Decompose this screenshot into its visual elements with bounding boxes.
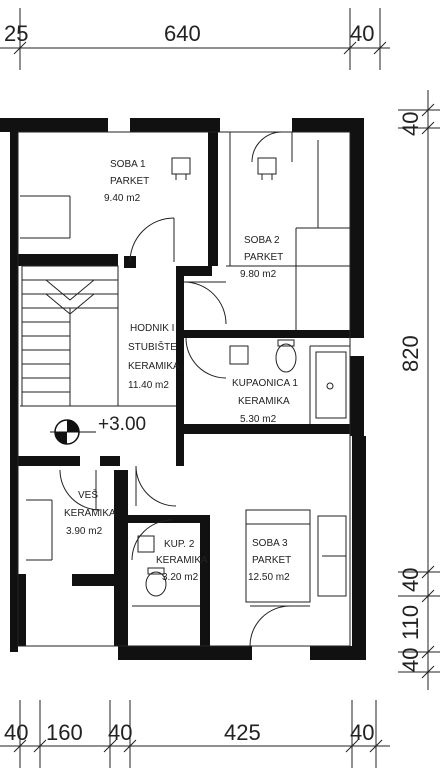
room-label-soba-3: SOBA 3 PARKET 12.50 m2	[248, 538, 291, 583]
svg-text:STUBIŠTE: STUBIŠTE	[128, 340, 177, 353]
dim-bottom-1: 40	[4, 720, 28, 745]
svg-text:SOBA 1: SOBA 1	[110, 159, 146, 170]
room-label-soba-1: SOBA 1 PARKET 9.40 m2	[104, 159, 149, 204]
svg-text:3.20 m2: 3.20 m2	[162, 572, 199, 583]
dim-right-3: 40	[398, 568, 423, 592]
door-swings	[59, 131, 310, 647]
bathtub-1	[315, 351, 347, 419]
svg-text:PARKET: PARKET	[244, 252, 283, 263]
room-label-ves: VEŠ KERAMIKA 3.90 m2	[64, 488, 116, 537]
svg-text:KERAMIKA: KERAMIKA	[128, 361, 180, 372]
top-dimension-line	[0, 8, 390, 70]
staircase	[21, 265, 119, 407]
dim-bottom-5: 40	[350, 720, 374, 745]
dim-bottom-2: 160	[46, 720, 83, 745]
dim-right-2: 820	[398, 335, 423, 372]
dim-bottom-4: 425	[224, 720, 261, 745]
room-label-hodnik: HODNIK I STUBIŠTE KERAMIKA 11.40 m2	[128, 323, 180, 391]
svg-text:VEŠ: VEŠ	[78, 488, 98, 501]
level-mark-label: +3.00	[98, 414, 146, 435]
svg-text:HODNIK I: HODNIK I	[130, 323, 174, 334]
svg-text:11.40 m2: 11.40 m2	[128, 380, 169, 391]
svg-text:SOBA 2: SOBA 2	[244, 235, 280, 246]
desk-chair-2	[257, 157, 277, 180]
dim-right-1: 40	[398, 112, 423, 136]
dim-top-1: 25	[4, 21, 28, 46]
svg-text:9.40 m2: 9.40 m2	[104, 193, 141, 204]
room-label-kupaonica-1: KUPAONICA 1 KERAMIKA 5.30 m2	[232, 378, 298, 425]
right-dimension-line	[398, 90, 440, 690]
svg-text:KUPAONICA 1: KUPAONICA 1	[232, 378, 298, 389]
toilet-2	[145, 567, 167, 597]
sink-2	[137, 535, 155, 553]
walls	[0, 118, 366, 660]
svg-text:9.80 m2: 9.80 m2	[240, 269, 277, 280]
svg-text:PARKET: PARKET	[110, 176, 149, 187]
svg-text:KERAMIKA: KERAMIKA	[156, 555, 208, 566]
room-label-kup-2: KUP. 2 KERAMIKA 3.20 m2	[156, 539, 208, 583]
room-label-soba-2: SOBA 2 PARKET 9.80 m2	[240, 235, 283, 280]
bottom-dimension-line	[0, 700, 390, 768]
sink-1	[229, 345, 249, 365]
svg-text:5.30 m2: 5.30 m2	[240, 414, 277, 425]
toilet-1	[275, 339, 297, 373]
dim-right-4: 110	[398, 605, 423, 640]
svg-text:KUP. 2: KUP. 2	[164, 539, 195, 550]
desk-chair-1	[171, 157, 191, 180]
svg-text:SOBA 3: SOBA 3	[252, 538, 288, 549]
svg-text:3.90 m2: 3.90 m2	[66, 526, 103, 537]
dim-right-5: 40	[398, 648, 423, 672]
level-marker	[50, 419, 96, 445]
svg-text:PARKET: PARKET	[252, 555, 291, 566]
dim-bottom-3: 40	[108, 720, 132, 745]
svg-text:KERAMIKA: KERAMIKA	[238, 396, 290, 407]
svg-text:KERAMIKA: KERAMIKA	[64, 508, 116, 519]
dim-top-3: 40	[350, 21, 374, 46]
bed	[317, 515, 347, 597]
dim-top-2: 640	[164, 21, 201, 46]
thin-partitions	[17, 131, 351, 647]
svg-text:12.50 m2: 12.50 m2	[248, 572, 290, 583]
